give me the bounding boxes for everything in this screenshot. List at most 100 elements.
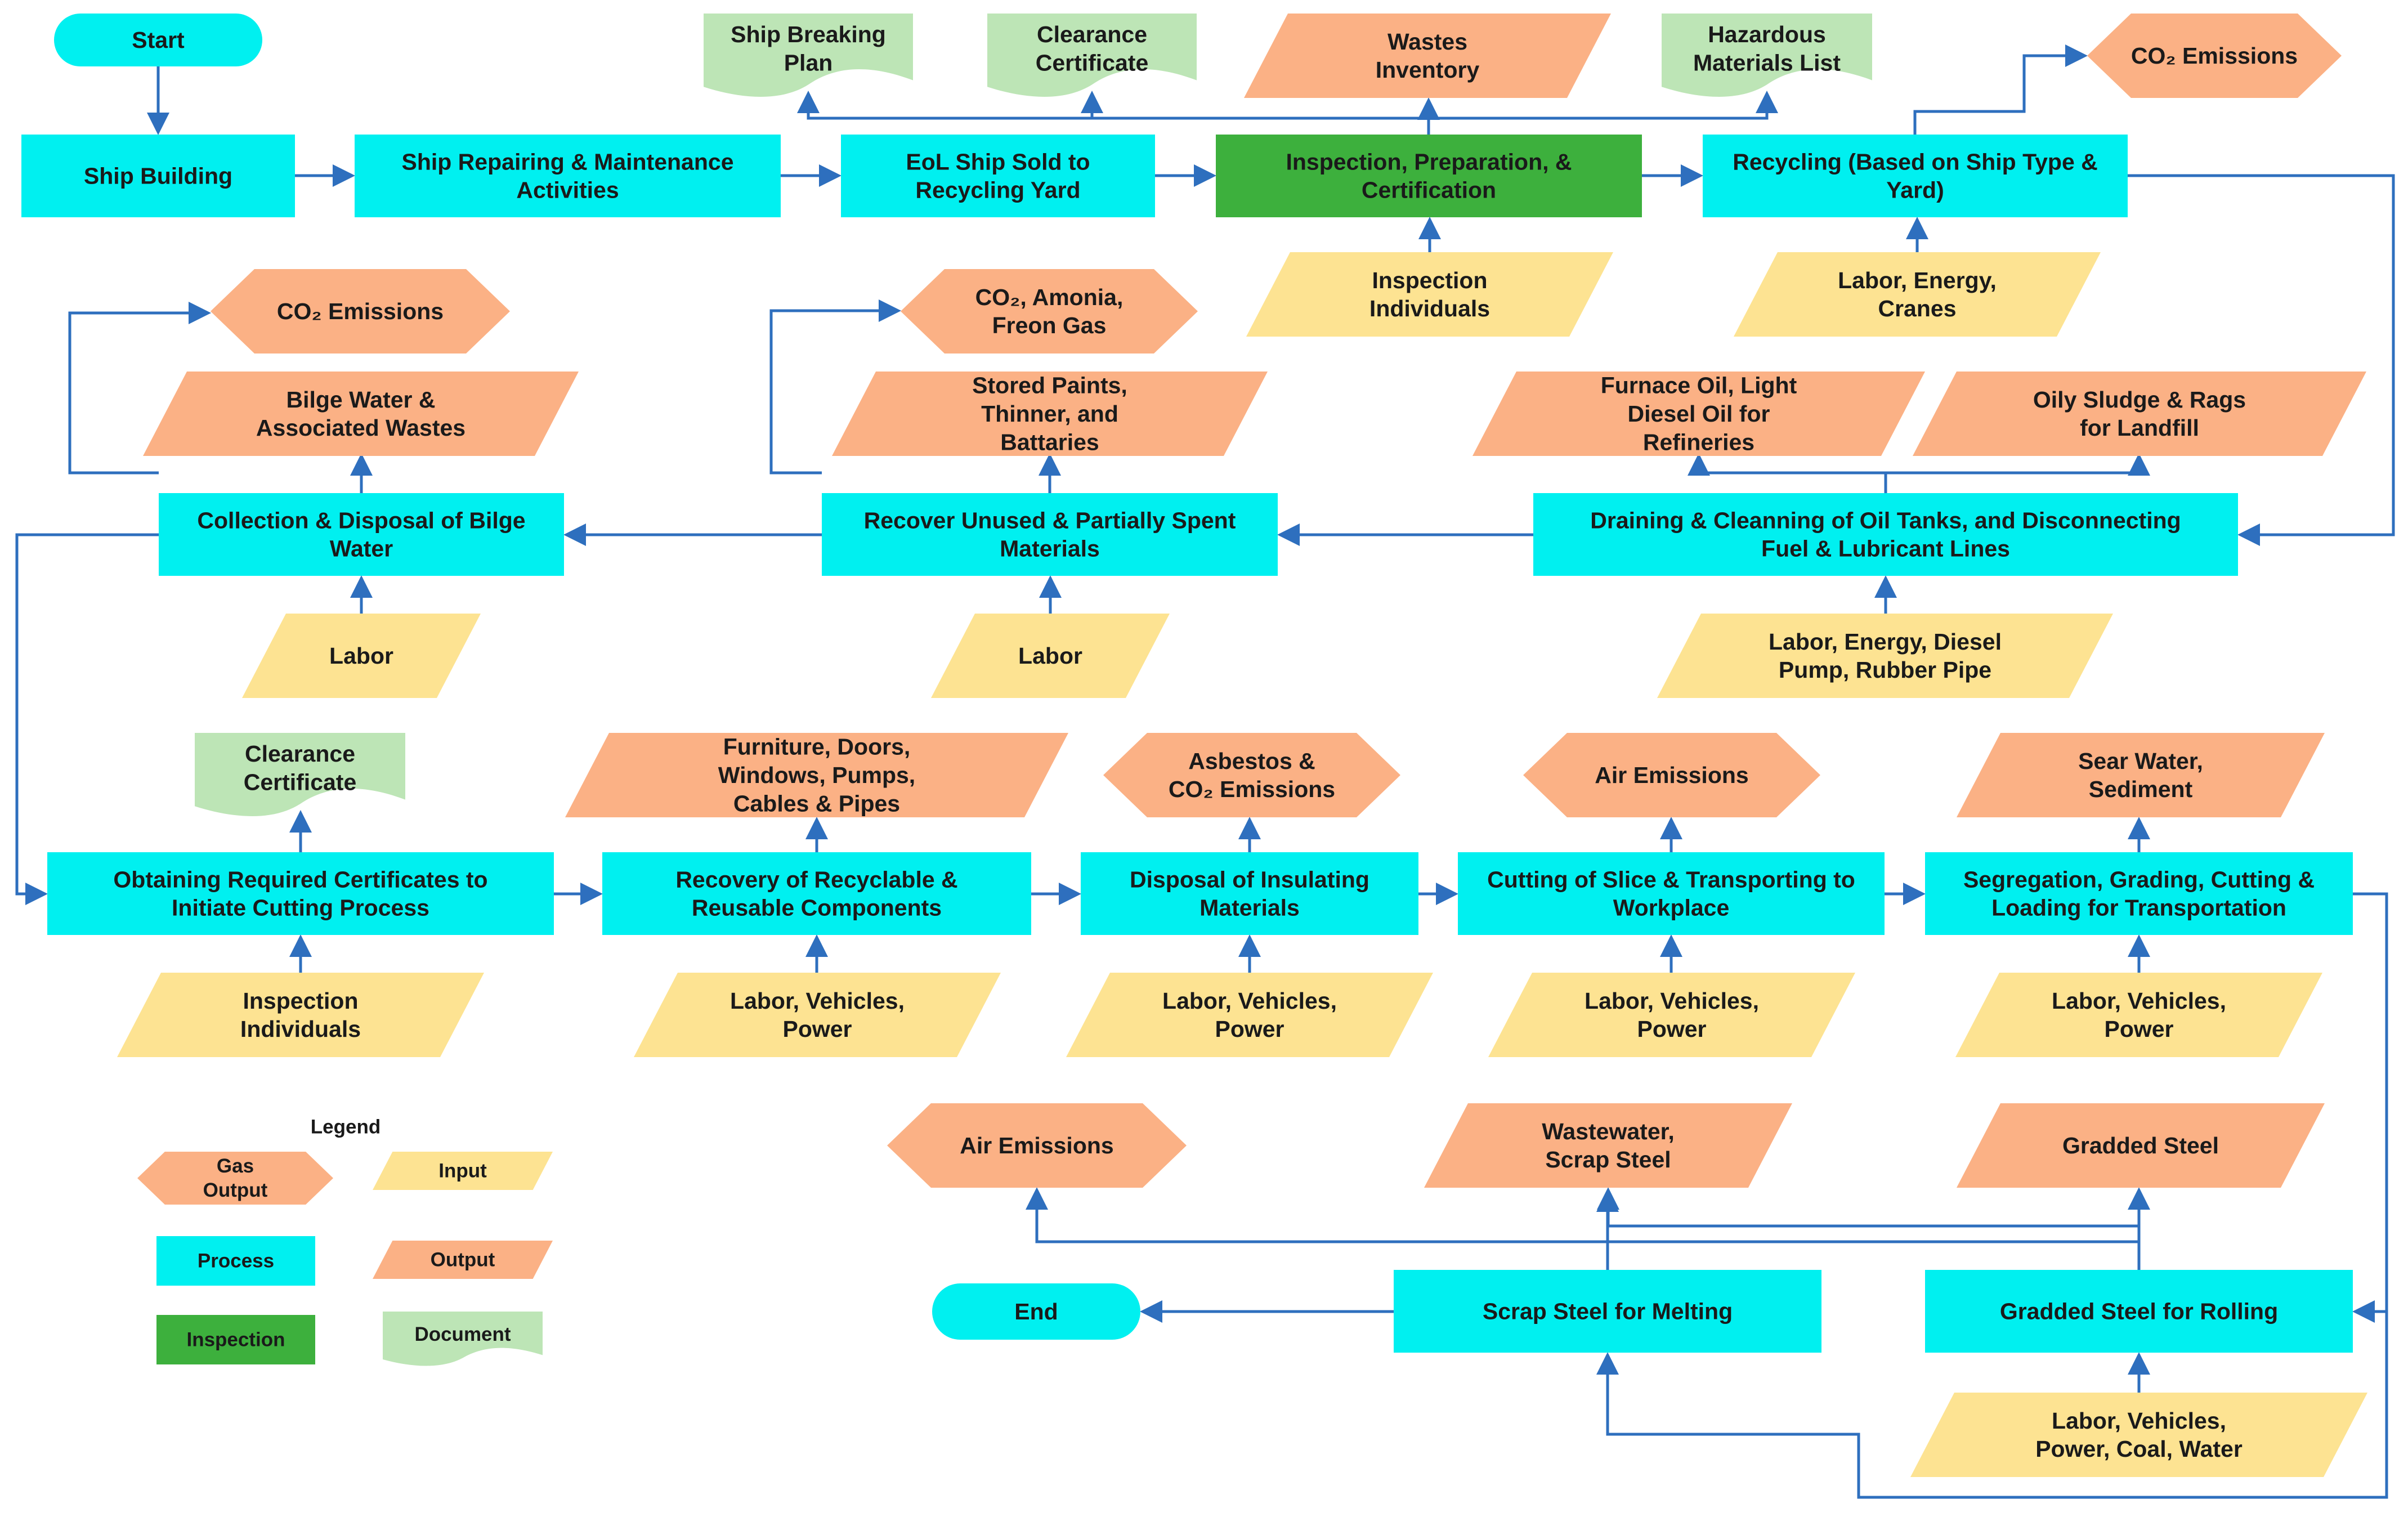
sear-water-sediment-output-label-1: Sear Water, xyxy=(2078,748,2203,774)
labor-vehicles-power-2-input-label-2: Power xyxy=(1215,1016,1284,1042)
ship-repairing-process-label-2: Activities xyxy=(516,177,619,203)
inspection-preparation-step-label-2: Certification xyxy=(1362,177,1496,203)
labor-vehicles-power-3-input-label-2: Power xyxy=(1637,1016,1706,1042)
obtaining-certificates-process-label-2: Initiate Cutting Process xyxy=(172,895,429,921)
recover-unused-process-label-1: Recover Unused & Partially Spent xyxy=(864,507,1236,533)
end-terminal-label: End xyxy=(1014,1299,1058,1324)
collection-disposal-bilge-process-label-1: Collection & Disposal of Bilge xyxy=(197,507,525,533)
recycling-process-label-2: Yard) xyxy=(1886,177,1944,203)
labor-vehicles-power-4-input: Labor, Vehicles,Power xyxy=(1955,973,2322,1057)
wastes-inventory-output-label-1: Wastes xyxy=(1387,29,1467,55)
legend-document-label: Document xyxy=(414,1323,511,1345)
sear-water-sediment-output-label-2: Sediment xyxy=(2089,776,2193,802)
furniture-doors-output-label-3: Cables & Pipes xyxy=(733,790,900,816)
legend-gas-output-shape xyxy=(137,1152,333,1205)
air-emissions-mid-gas-output-label: Air Emissions xyxy=(1595,762,1748,788)
inspection-individuals-top-input-label-1: Inspection xyxy=(1372,267,1487,293)
labor-vehicles-power-3-input: Labor, Vehicles,Power xyxy=(1488,973,1855,1057)
legend-output-label: Output xyxy=(431,1249,495,1271)
labor-energy-cranes-input: Labor, Energy, Cranes xyxy=(1734,252,2101,337)
air-emissions-bottom-gas-output-label: Air Emissions xyxy=(960,1133,1113,1158)
labor-energy-cranes-input-label-1: Labor, Energy, xyxy=(1838,267,1997,293)
disposal-insulating-process-label-1: Disposal of Insulating xyxy=(1130,866,1369,892)
labor-recover-input-label: Labor xyxy=(1018,643,1082,669)
recover-unused-process-label-2: Materials xyxy=(1000,536,1100,562)
inspection-individuals-mid-input-shape xyxy=(117,973,484,1057)
legend-title: Legend xyxy=(311,1116,381,1138)
co2-amonia-freon-gas-output-label-2: Freon Gas xyxy=(992,312,1107,338)
legend-process-label: Process xyxy=(198,1250,274,1272)
draining-cleaning-process: Draining & Cleanning of Oil Tanks, and D… xyxy=(1533,493,2238,576)
legend-inspection-label: Inspection xyxy=(186,1329,285,1351)
labor-bilge-input-label: Labor xyxy=(329,643,393,669)
gradded-steel-output-shape xyxy=(1957,1103,2325,1188)
segregation-grading-process-shape xyxy=(1925,852,2353,935)
bilge-water-wastes-output: Bilge Water &Associated Wastes xyxy=(143,372,579,456)
draining-cleaning-process-shape xyxy=(1533,493,2238,576)
sear-water-sediment-output-shape xyxy=(1957,733,2325,817)
clearance-certificate-top-document-label-2: Certificate xyxy=(1036,50,1149,75)
labor-recover-input-shape xyxy=(931,614,1170,698)
furnace-oil-output-label-1: Furnace Oil, Light xyxy=(1601,373,1797,399)
hazardous-materials-document-label-2: Materials List xyxy=(1693,50,1841,75)
co2-emissions-left-gas-output: CO₂ Emissions xyxy=(211,269,510,353)
clearance-certificate-mid-document-label-2: Certificate xyxy=(244,769,357,795)
gradded-steel-rolling-process-shape xyxy=(1925,1270,2353,1353)
ship-building-process-shape xyxy=(21,135,295,217)
wastewater-scrap-output: Wastewater,Scrap Steel xyxy=(1424,1103,1792,1188)
co2-emissions-left-gas-output-label: CO₂ Emissions xyxy=(277,298,444,324)
legend-process: Process xyxy=(156,1236,315,1286)
labor-bilge-input: Labor xyxy=(242,614,481,698)
inspection-preparation-step: Inspection, Preparation, &Certification xyxy=(1216,135,1642,217)
gradded-steel-rolling-process-label: Gradded Steel for Rolling xyxy=(2000,1299,2278,1324)
hazardous-materials-document-label-1: Hazardous xyxy=(1708,21,1826,47)
legend-inspection: Inspection xyxy=(156,1315,315,1364)
edge-collection-to-co2-emissions xyxy=(68,302,211,475)
cutting-slice-process-label-1: Cutting of Slice & Transporting to xyxy=(1487,866,1855,892)
furniture-doors-output-shape xyxy=(565,733,1068,817)
labor-vehicles-coal-input-label-1: Labor, Vehicles, xyxy=(2052,1408,2226,1434)
edge-segregation-to-gradded-rolling xyxy=(2352,892,2388,1323)
recover-unused-process: Recover Unused & Partially SpentMaterial… xyxy=(822,493,1278,576)
recovery-recyclable-process-label-1: Recovery of Recyclable & xyxy=(675,866,957,892)
legend-output: Output xyxy=(373,1241,553,1279)
segregation-grading-process-label-1: Segregation, Grading, Cutting & xyxy=(1963,866,2315,892)
edge-gradded-rolling-to-air-emissions xyxy=(1026,1187,2139,1243)
bilge-water-wastes-output-shape xyxy=(143,372,579,456)
wastewater-scrap-output-label-2: Scrap Steel xyxy=(1545,1147,1671,1173)
scrap-steel-melting-process: Scrap Steel for Melting xyxy=(1394,1270,1821,1353)
start-terminal-shape xyxy=(54,14,262,66)
labor-vehicles-coal-input: Labor, Vehicles,Power, Coal, Water xyxy=(1910,1393,2367,1477)
recycling-process: Recycling (Based on Ship Type &Yard) xyxy=(1703,135,2128,217)
legend-input-shape xyxy=(373,1152,553,1190)
end-terminal-shape xyxy=(932,1283,1140,1340)
cutting-slice-process: Cutting of Slice & Transporting to Workpl… xyxy=(1458,852,1885,935)
labor-energy-cranes-input-label-2: Cranes xyxy=(1878,296,1956,321)
ship-repairing-process-shape xyxy=(355,135,781,217)
draining-cleaning-process-label-1: Draining & Cleanning of Oil Tanks, and D… xyxy=(1590,507,2181,533)
legend-output-shape xyxy=(373,1241,553,1279)
bilge-water-wastes-output-label-1: Bilge Water & xyxy=(286,387,435,413)
edge-recycling-to-co2-emissions xyxy=(1913,44,2088,135)
ship-breaking-plan-document-shape xyxy=(704,14,913,97)
labor-vehicles-power-2-input-shape xyxy=(1066,973,1433,1057)
co2-emissions-top-gas-output: CO₂ Emissions xyxy=(2087,14,2342,98)
eol-ship-sold-process-shape xyxy=(841,135,1155,217)
labor-vehicles-power-1-input-shape xyxy=(634,973,1001,1057)
inspection-individuals-top-input-label-2: Individuals xyxy=(1369,296,1490,321)
labor-vehicles-power-1-input: Labor, Vehicles,Power xyxy=(634,973,1001,1057)
cutting-slice-process-label-2: Workplace xyxy=(1613,895,1730,921)
asbestos-co2-gas-output-shape xyxy=(1103,733,1400,817)
legend-input-label: Input xyxy=(438,1160,487,1182)
scrap-steel-melting-process-label: Scrap Steel for Melting xyxy=(1483,1299,1733,1324)
edge-draining-to-furnace-oil xyxy=(1688,453,1887,493)
labor-energy-cranes-input-shape xyxy=(1734,252,2101,337)
labor-vehicles-power-2-input: Labor, Vehicles,Power xyxy=(1066,973,1433,1057)
